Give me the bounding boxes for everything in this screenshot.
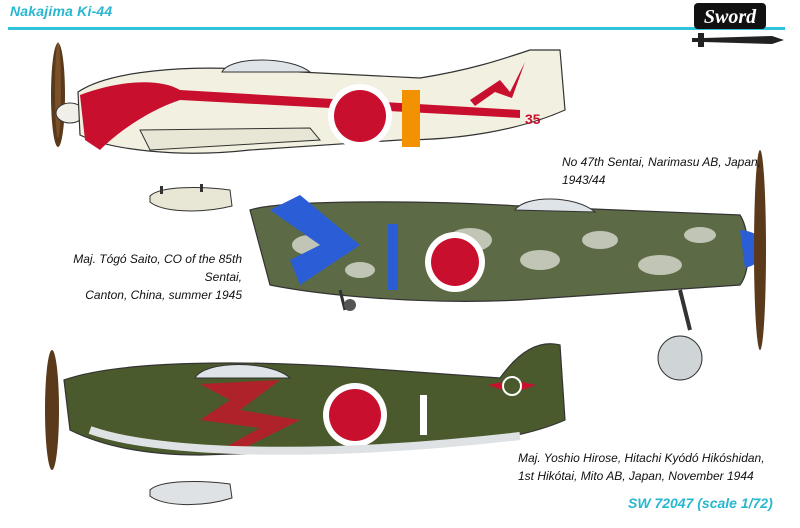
sword-logo: Sword xyxy=(692,3,784,47)
profile-2-caption-line-1: Maj. Tógó Saito, CO of the 85th Sentai, xyxy=(73,252,242,284)
profile-1-caption: No 47th Sentai, Narimasu AB, Japan, 1943… xyxy=(562,153,800,189)
profile-2-caption-line-2: Canton, China, summer 1945 xyxy=(85,288,242,302)
header-rule xyxy=(8,27,785,30)
profile-3-caption: Maj. Yoshio Hirose, Hitachi Kyódó Hikósh… xyxy=(518,449,765,485)
profile-3-caption-line-1: Maj. Yoshio Hirose, Hitachi Kyódó Hikósh… xyxy=(518,451,765,465)
profile-1-caption-line: No 47th Sentai, Narimasu AB, Japan, 1943… xyxy=(562,155,761,187)
profile-2-caption: Maj. Tógó Saito, CO of the 85th Sentai, … xyxy=(72,250,242,304)
kit-number: SW 72047 (scale 1/72) xyxy=(628,495,773,511)
tail-number: 35 xyxy=(525,111,541,127)
svg-text:Sword: Sword xyxy=(704,6,757,28)
page-title: Nakajima Ki-44 xyxy=(10,3,113,19)
profile-3-caption-line-2: 1st Hikótai, Mito AB, Japan, November 19… xyxy=(518,469,754,483)
